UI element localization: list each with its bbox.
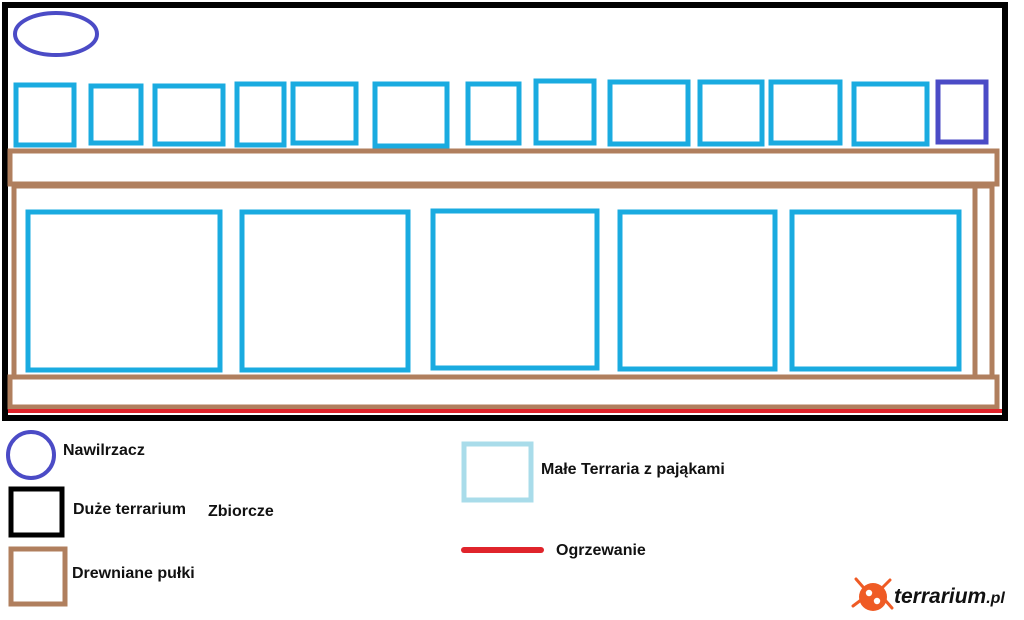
legend-shelves-label: Drewniane pułki — [72, 565, 195, 582]
logo-name: terrarium — [894, 585, 987, 608]
small-terrarium — [234, 81, 287, 148]
large-terrarium — [430, 208, 600, 371]
top-row-small-terrariums — [13, 78, 930, 149]
shelf-top — [7, 148, 1000, 187]
legend-big-terrarium-label: Duże terrarium — [73, 501, 186, 518]
small-terrarium — [768, 79, 843, 146]
shelf-bottom — [7, 374, 1000, 410]
big-terrarium-outline — [2, 2, 1008, 421]
humidifier-box — [935, 79, 989, 145]
logo-suffix: .pl — [986, 590, 1005, 607]
shelf-frame — [11, 183, 995, 380]
small-terrarium — [152, 83, 226, 147]
legend-big-terrarium-label-2: Zbiorcze — [208, 503, 274, 520]
wooden-shelves — [7, 148, 1000, 410]
legend-humidifier-label: Nawilrzacz — [63, 442, 145, 459]
logo-text: terrarium.pl — [894, 585, 1005, 609]
legend-big-terrarium-symbol — [8, 486, 65, 538]
large-terrarium — [789, 209, 962, 372]
small-terrarium — [533, 78, 597, 146]
legend-humidifier-symbol — [6, 430, 56, 480]
small-terrarium — [13, 82, 77, 148]
legend-shelves-symbol — [8, 546, 68, 607]
small-terrarium — [88, 83, 144, 146]
spider-icon — [851, 577, 894, 611]
small-terrarium — [851, 81, 930, 147]
legend-small-terrarium-symbol — [461, 441, 534, 503]
small-terrarium — [465, 81, 522, 146]
large-terrarium — [617, 209, 778, 372]
small-terrarium — [290, 81, 359, 146]
small-terrarium — [607, 79, 691, 147]
large-terrarium — [25, 209, 223, 373]
legend-heating-label: Ogrzewanie — [556, 542, 646, 559]
large-inner-terrariums — [25, 208, 962, 373]
small-terrarium — [372, 81, 450, 149]
large-terrarium — [239, 209, 411, 373]
legend-small-terrarium-label: Małe Terraria z pająkami — [541, 461, 725, 478]
humidifier-ellipse — [13, 11, 99, 57]
small-terrarium — [697, 79, 765, 147]
